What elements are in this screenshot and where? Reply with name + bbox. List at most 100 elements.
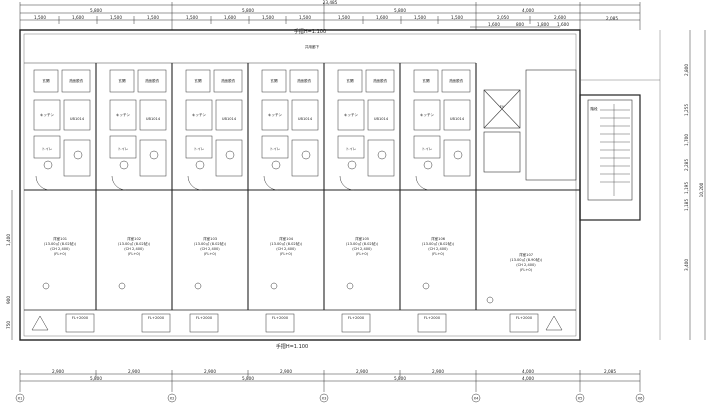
dim-b1-1: 2,900 bbox=[52, 369, 64, 374]
dim-r2-3: 1,500 bbox=[110, 15, 122, 20]
dim-left-2: 900 bbox=[6, 296, 11, 304]
ub-label-4: UB1014 bbox=[298, 117, 313, 121]
dim-b1-5: 2,900 bbox=[356, 369, 368, 374]
toilet-label-4: トイレ bbox=[270, 147, 281, 151]
railing-label-top: 手摺H=1.100 bbox=[294, 28, 326, 35]
dim-left-1: 1,400 bbox=[6, 234, 11, 246]
room-markers bbox=[42, 282, 494, 304]
dim-right-6: 1,185 bbox=[684, 199, 689, 211]
unit-ch: (CH 2,400) bbox=[276, 247, 296, 251]
unit-ch: (CH 2,400) bbox=[428, 247, 448, 251]
ub-label-2: UB1014 bbox=[146, 117, 161, 121]
unit-room-labels: 洋室101 (13.00㎡ (8.02帖)) (CH 2,400) (FL+0)… bbox=[44, 236, 543, 272]
toilet-label-5: トイレ bbox=[346, 147, 357, 151]
unit-area: (13.00㎡ (8.90帖)) bbox=[510, 257, 543, 262]
entrance-label-6: 玄関 bbox=[422, 78, 430, 83]
dim-r2-10: 1,600 bbox=[376, 15, 388, 20]
dim-r2-1: 1,500 bbox=[34, 15, 46, 20]
unit-name: 洋室103 bbox=[203, 236, 217, 241]
ub-label-6: UB1014 bbox=[450, 117, 465, 121]
service-zones bbox=[33, 69, 471, 191]
dim-b1-6: 2,900 bbox=[432, 369, 444, 374]
unit-fl: (FL+0) bbox=[520, 268, 533, 272]
dim-top-3: 5,800 bbox=[394, 8, 406, 13]
dim-right-3: 1,700 bbox=[684, 134, 689, 146]
toilet-label-3: トイレ bbox=[194, 147, 205, 151]
axis-x6: X6 bbox=[638, 397, 643, 401]
dim-b1-3: 2,900 bbox=[204, 369, 216, 374]
kitchen-label-1: キッチン bbox=[40, 112, 55, 117]
unit-fl: (FL+0) bbox=[432, 252, 445, 256]
dim-b1-4: 2,900 bbox=[280, 369, 292, 374]
railing-label-bottom: 手摺H=1.100 bbox=[276, 343, 308, 350]
unit-fl: (FL+0) bbox=[280, 252, 293, 256]
toilet-label-2: トイレ bbox=[118, 147, 129, 151]
unit-105: 洋室105 (13.00㎡ (8.02帖)) (CH 2,400) (FL+0) bbox=[346, 236, 379, 256]
dim-b2-4: 4,000 bbox=[522, 376, 534, 381]
dim-top-1: 5,800 bbox=[90, 8, 102, 13]
balcony-boxes bbox=[31, 313, 563, 333]
axis-markers bbox=[15, 393, 645, 403]
core-area bbox=[483, 69, 633, 201]
balcony-note-5: FL+2000 bbox=[348, 316, 365, 320]
dim-r2-5: 1,500 bbox=[186, 15, 198, 20]
dim-r2-12: 1,500 bbox=[451, 15, 463, 20]
axis-x4: X4 bbox=[474, 397, 479, 401]
unit-102: 洋室102 (13.00㎡ (8.02帖)) (CH 2,400) (FL+0) bbox=[118, 236, 151, 256]
ev-label: EV bbox=[500, 105, 505, 109]
unit-ch: (CH 2,400) bbox=[124, 247, 144, 251]
balcony-note-3: FL+2000 bbox=[196, 316, 213, 320]
unit-fl: (FL+0) bbox=[54, 252, 67, 256]
kitchen-label-4: キッチン bbox=[268, 112, 283, 117]
dim-r2-9: 1,500 bbox=[338, 15, 350, 20]
top-dimension-lines: 23,485 5,800 5,800 5,800 4,000 2,085 1,5… bbox=[19, 0, 641, 30]
unit-area: (13.00㎡ (8.02帖)) bbox=[44, 241, 77, 246]
unit-107: 洋室107 (13.00㎡ (8.90帖)) (CH 2,400) (FL+0) bbox=[510, 252, 543, 272]
unit-name: 洋室101 bbox=[53, 236, 67, 241]
unit-name: 洋室106 bbox=[431, 236, 446, 241]
kitchen-label-3: キッチン bbox=[192, 112, 207, 117]
service-labels: キッチン キッチン キッチン キッチン キッチン キッチン トイレ トイレ トイ… bbox=[40, 78, 465, 151]
dim-b2-3: 5,800 bbox=[394, 376, 406, 381]
dim-right-5: 1,195 bbox=[684, 182, 689, 194]
dim-top-5: 2,085 bbox=[606, 16, 618, 21]
axis-x2: X2 bbox=[170, 397, 175, 401]
dim-right-8: 10,200 bbox=[699, 182, 704, 197]
ub-label-5: UB1014 bbox=[374, 117, 389, 121]
toilet-label-6: トイレ bbox=[422, 147, 433, 151]
unit-area: (13.00㎡ (8.02帖)) bbox=[270, 241, 303, 246]
dim-top-2: 5,800 bbox=[242, 8, 254, 13]
entrance-label-2: 玄関 bbox=[118, 78, 126, 83]
dim-b2-2: 5,800 bbox=[242, 376, 254, 381]
dim-r2-14: 1,800 bbox=[537, 22, 549, 27]
bottom-dimension-lines: 2,900 2,900 2,900 2,900 2,900 2,900 4,00… bbox=[19, 369, 641, 392]
unit-fl: (FL+0) bbox=[204, 252, 217, 256]
unit-area: (13.00㎡ (8.02帖)) bbox=[194, 241, 227, 246]
balcony-note-2: FL+2000 bbox=[148, 316, 165, 320]
axis-x3: X3 bbox=[322, 397, 327, 401]
dim-r2-4: 1,500 bbox=[147, 15, 159, 20]
unit-106: 洋室106 (13.00㎡ (8.02帖)) (CH 2,400) (FL+0) bbox=[422, 236, 455, 256]
unit-area: (13.00㎡ (8.02帖)) bbox=[346, 241, 379, 246]
entrance-label-4: 玄関 bbox=[270, 78, 278, 83]
kitchen-label-2: キッチン bbox=[116, 112, 131, 117]
ub-label-3: UB1014 bbox=[222, 117, 237, 121]
left-dimension-lines: 1,400 900 750 bbox=[6, 190, 13, 340]
dim-r3-3: 1,600 bbox=[557, 22, 569, 27]
dim-b2-1: 5,800 bbox=[90, 376, 102, 381]
unit-name: 洋室107 bbox=[519, 252, 533, 257]
unit-name: 洋室102 bbox=[127, 236, 141, 241]
balcony-note-6: FL+2000 bbox=[424, 316, 441, 320]
dim-r2-15: 2,600 bbox=[554, 15, 566, 20]
balcony-note-7: FL+2000 bbox=[516, 316, 533, 320]
unit-area: (13.00㎡ (8.02帖)) bbox=[118, 241, 151, 246]
dim-r2-2: 1,600 bbox=[72, 15, 84, 20]
unit-ch: (CH 2,400) bbox=[200, 247, 220, 251]
unit-name: 洋室105 bbox=[355, 236, 369, 241]
washroom-label-1: 洗面脱衣 bbox=[69, 78, 84, 83]
entrance-label-1: 玄関 bbox=[42, 78, 50, 83]
unit-101: 洋室101 (13.00㎡ (8.02帖)) (CH 2,400) (FL+0) bbox=[44, 236, 77, 256]
dim-right-7: 3,400 bbox=[684, 259, 689, 271]
unit-area: (13.00㎡ (8.02帖)) bbox=[422, 241, 455, 246]
dim-b1-2: 2,900 bbox=[128, 369, 140, 374]
